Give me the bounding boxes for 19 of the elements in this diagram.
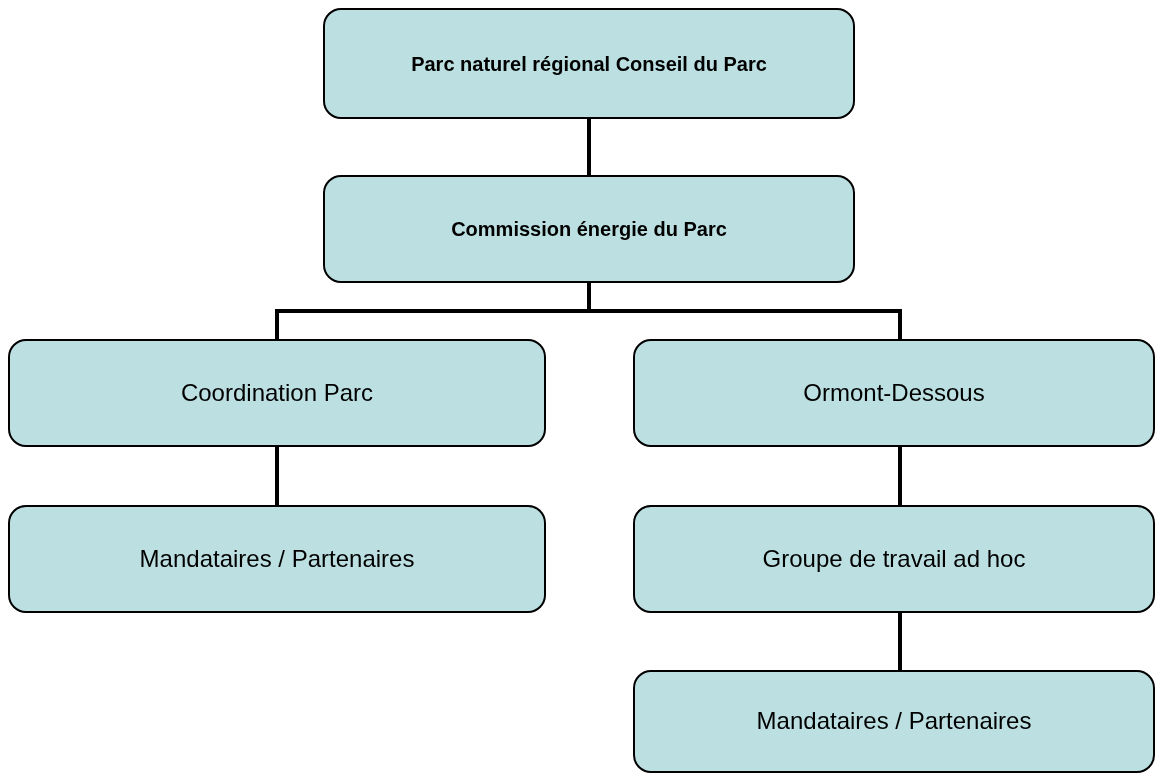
org-box xyxy=(633,670,1155,773)
box-label: Parc naturel régional Conseil du Parc xyxy=(411,51,767,77)
connector-line xyxy=(898,447,902,505)
box-label: Commission énergie du Parc xyxy=(451,217,727,242)
box-label: Coordination Parc xyxy=(180,377,374,408)
box-label: Mandataires / Partenaires xyxy=(756,706,1032,737)
box-label: Ormont-Dessous xyxy=(803,377,985,408)
box-label: Groupe de travail ad hoc xyxy=(762,543,1026,574)
connector-line xyxy=(275,447,279,505)
org-box xyxy=(8,339,546,447)
connector-line xyxy=(587,119,591,175)
org-box xyxy=(323,175,855,283)
org-box xyxy=(633,339,1155,447)
box-label: Mandataires / Partenaires xyxy=(139,543,415,574)
org-box xyxy=(323,8,855,119)
connector-line xyxy=(587,283,902,339)
org-box xyxy=(633,505,1155,613)
org-box xyxy=(8,505,546,613)
connector-line xyxy=(898,613,902,670)
